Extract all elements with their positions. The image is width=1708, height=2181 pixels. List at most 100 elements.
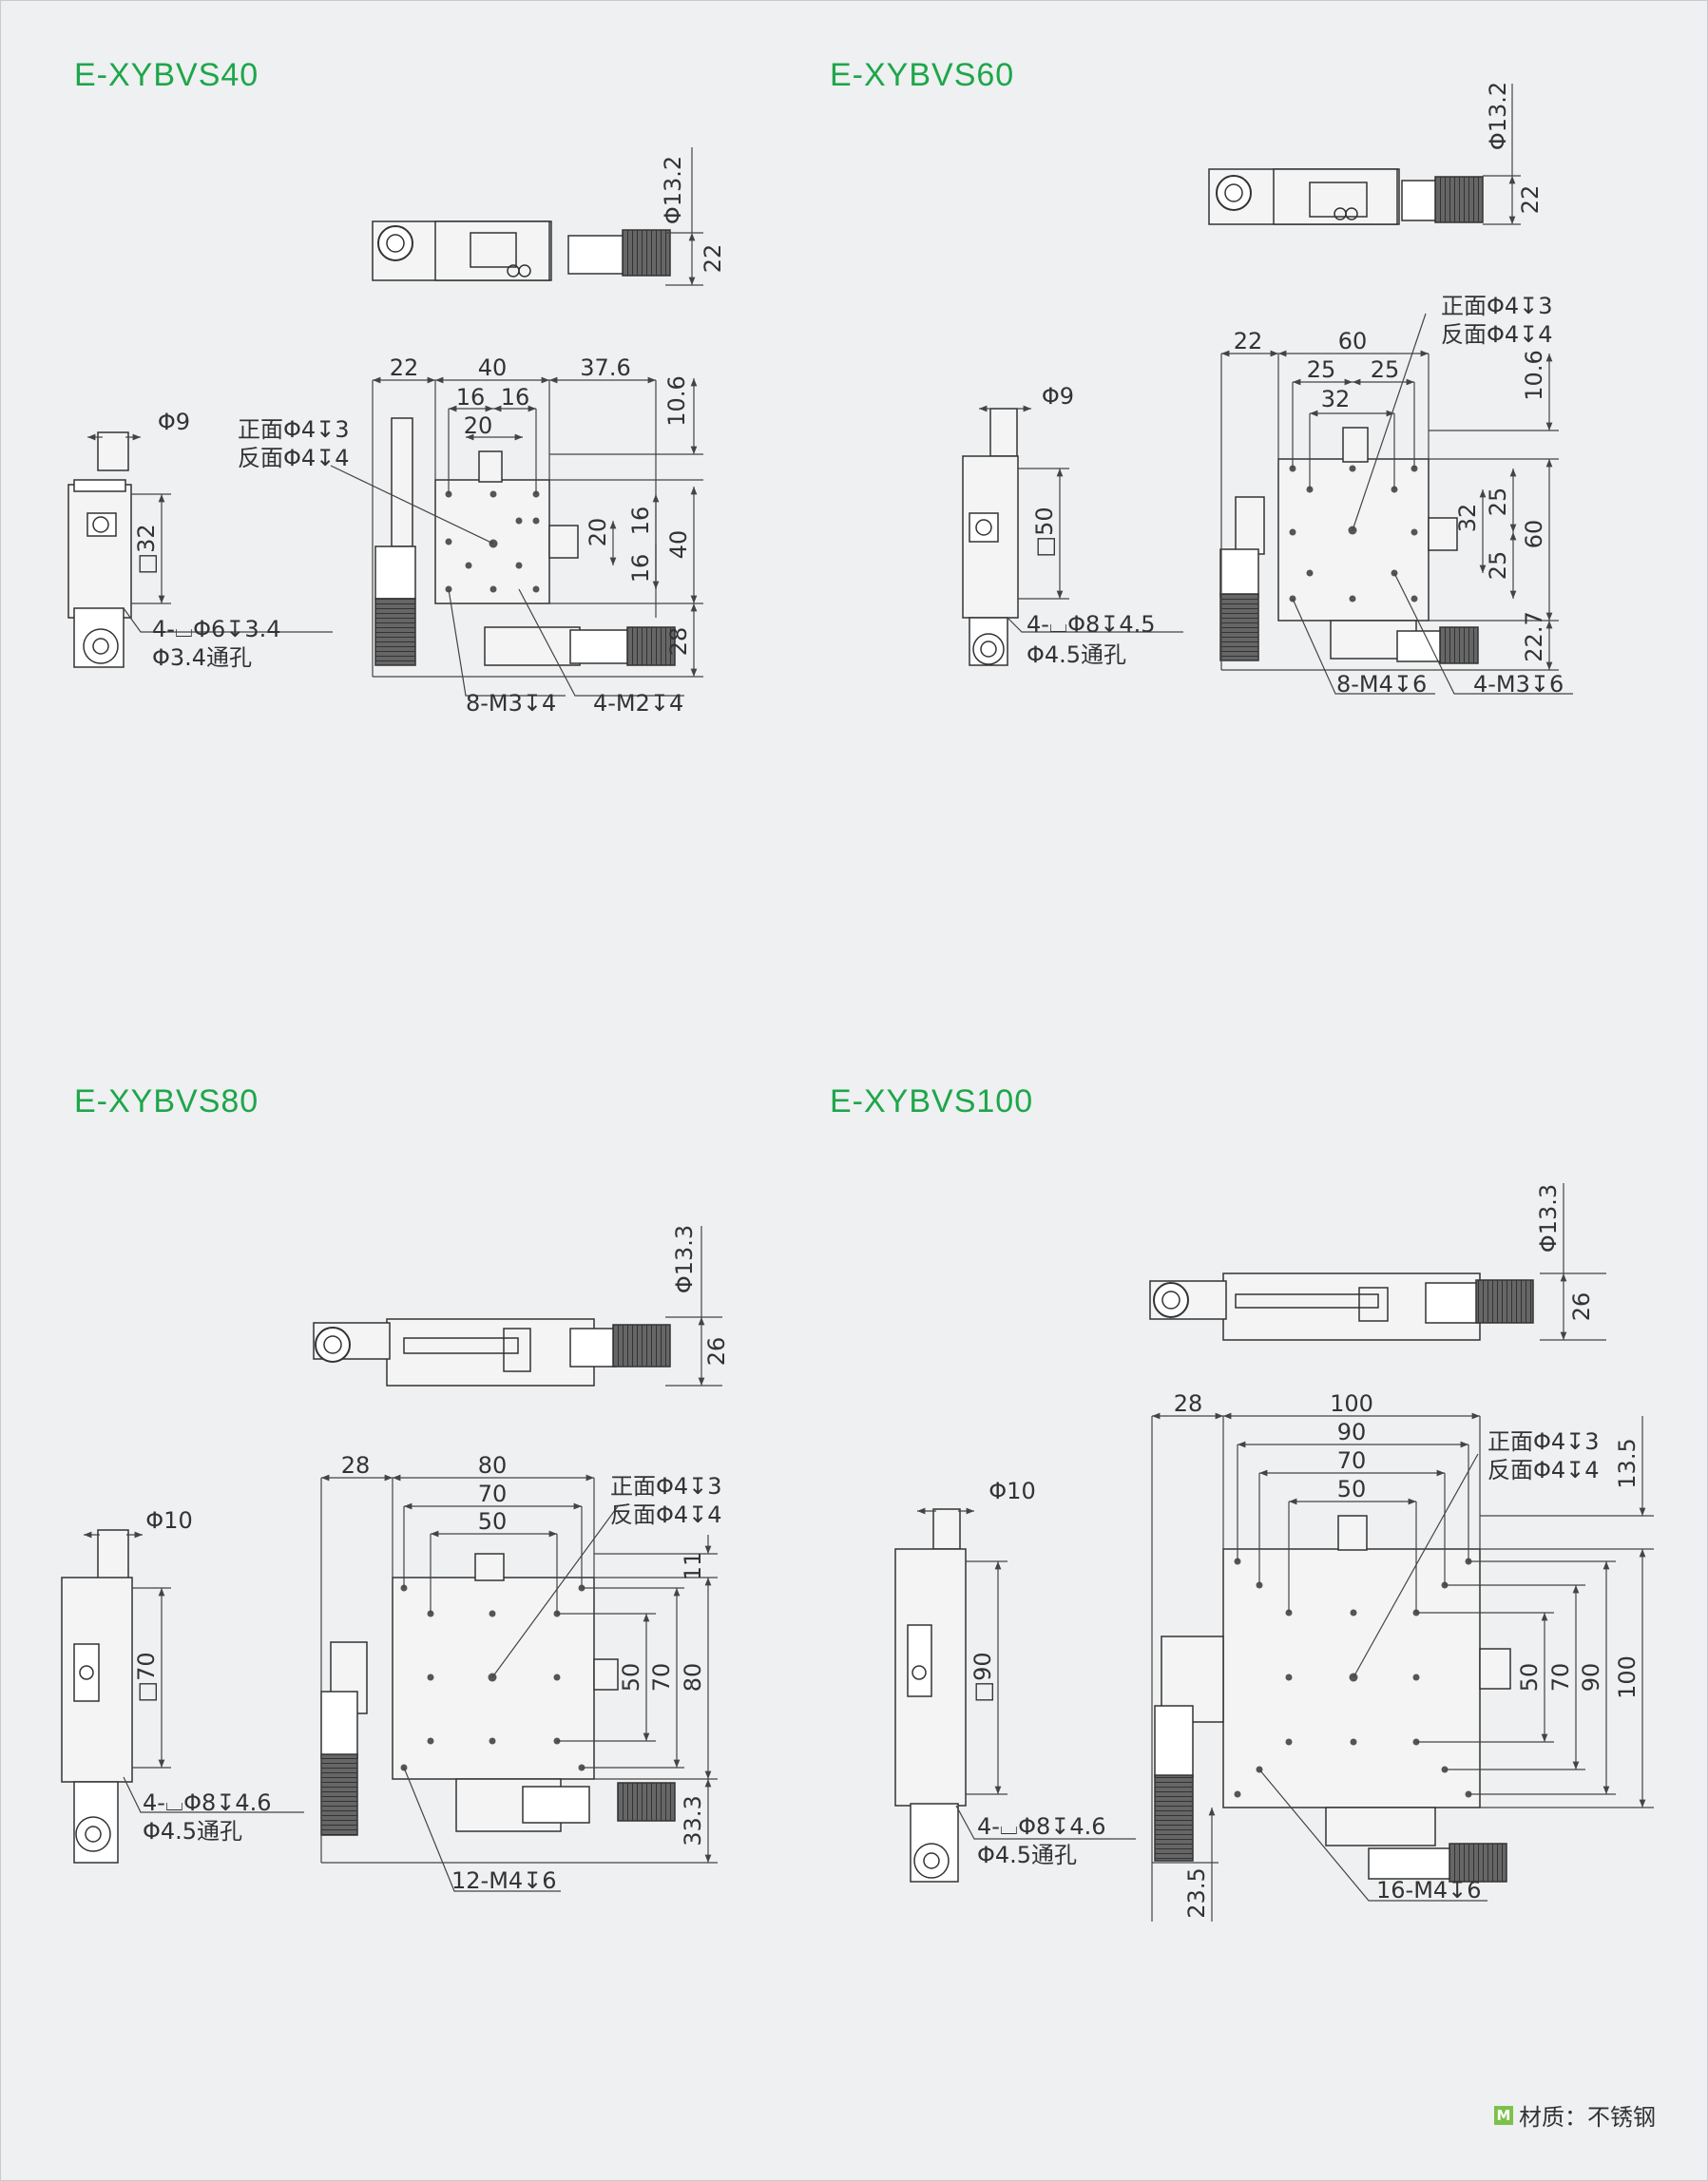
svg-text:25: 25 xyxy=(1485,551,1511,581)
svg-text:Φ13.2: Φ13.2 xyxy=(1485,82,1511,150)
svg-text:□70: □70 xyxy=(133,1652,160,1702)
svg-text:20: 20 xyxy=(585,518,611,547)
plan-view-40 xyxy=(374,417,676,666)
note-back-60: 反面Φ4↧4 xyxy=(1441,321,1553,348)
dims-100 xyxy=(917,1183,1654,1922)
svg-text:□90: □90 xyxy=(969,1652,996,1702)
note-front-60: 正面Φ4↧3 xyxy=(1441,293,1553,319)
svg-text:100: 100 xyxy=(1330,1390,1373,1417)
note-tap1-60: 8-M4↧6 xyxy=(1336,671,1427,698)
note-hole2-80: Φ4.5通孔 xyxy=(143,1818,242,1845)
svg-text:60: 60 xyxy=(1338,328,1368,354)
svg-text:16: 16 xyxy=(627,507,654,536)
note-hole1-100: 4-⌴Φ8↧4.6 xyxy=(977,1813,1106,1840)
plan-view-60 xyxy=(1219,427,1479,664)
svg-text:40: 40 xyxy=(665,530,692,560)
svg-text:32: 32 xyxy=(1454,504,1481,533)
material-note: M 材质：不锈钢 xyxy=(1494,2098,1656,2132)
svg-text:80: 80 xyxy=(478,1452,508,1479)
note-tap1-80: 12-M4↧6 xyxy=(451,1867,557,1894)
svg-text:70: 70 xyxy=(1547,1663,1574,1693)
svg-text:90: 90 xyxy=(1337,1419,1367,1445)
note-hole2-100: Φ4.5通孔 xyxy=(977,1842,1077,1868)
svg-text:22: 22 xyxy=(390,354,419,381)
plan-view-100 xyxy=(1154,1515,1511,1883)
model-title-100: E-XYBVS100 xyxy=(830,1083,1034,1119)
svg-text:28: 28 xyxy=(341,1452,371,1479)
svg-text:22: 22 xyxy=(700,244,726,274)
svg-text:Φ9: Φ9 xyxy=(158,409,190,435)
dim-text-80: Φ13.3 26 28 80 70 50 11 50 70 80 33.3 Φ1… xyxy=(133,1225,730,1846)
top-view-100 xyxy=(1149,1272,1534,1341)
svg-text:10.6: 10.6 xyxy=(1521,350,1547,400)
svg-text:22.7: 22.7 xyxy=(1521,611,1547,661)
svg-text:26: 26 xyxy=(1568,1292,1595,1322)
svg-text:33.3: 33.3 xyxy=(680,1795,706,1846)
svg-text:13.5: 13.5 xyxy=(1614,1438,1641,1488)
svg-text:70: 70 xyxy=(1337,1447,1367,1474)
model-title-80: E-XYBVS80 xyxy=(74,1083,259,1119)
svg-text:50: 50 xyxy=(1337,1476,1367,1502)
note-tap1-100: 16-M4↧6 xyxy=(1376,1877,1482,1904)
svg-text:16: 16 xyxy=(456,384,486,411)
svg-text:28: 28 xyxy=(1174,1390,1203,1417)
drawing-100 xyxy=(894,1272,1534,1883)
svg-text:50: 50 xyxy=(1516,1663,1543,1693)
svg-text:Φ10: Φ10 xyxy=(988,1478,1035,1504)
svg-text:Φ13.3: Φ13.3 xyxy=(671,1225,698,1293)
top-view-80 xyxy=(313,1318,671,1387)
top-view-60 xyxy=(1208,168,1484,225)
svg-text:40: 40 xyxy=(478,354,508,381)
dim-text-60: Φ13.2 22 22 60 25 25 32 10.6 32 25 25 60… xyxy=(1031,82,1547,662)
svg-text:22: 22 xyxy=(1234,328,1263,354)
dim-text-40: Φ13.2 22 22 40 37.6 16 16 20 10.6 20 16 … xyxy=(133,156,726,656)
svg-text:22: 22 xyxy=(1517,185,1544,215)
svg-text:16: 16 xyxy=(501,384,530,411)
svg-text:Φ10: Φ10 xyxy=(145,1507,192,1534)
svg-text:Φ13.3: Φ13.3 xyxy=(1535,1184,1562,1253)
note-hole2-40: Φ3.4通孔 xyxy=(152,644,252,671)
svg-text:Φ9: Φ9 xyxy=(1042,383,1074,410)
note-front-40: 正面Φ4↧3 xyxy=(238,416,350,443)
svg-text:80: 80 xyxy=(680,1663,706,1693)
note-back-40: 反面Φ4↧4 xyxy=(238,445,350,471)
svg-text:50: 50 xyxy=(618,1663,644,1693)
drawing-60 xyxy=(962,168,1484,666)
svg-text:90: 90 xyxy=(1578,1663,1604,1693)
side-view-80 xyxy=(61,1529,133,1864)
model-title-60: E-XYBVS60 xyxy=(830,57,1015,93)
dims-40 xyxy=(87,147,703,697)
svg-text:20: 20 xyxy=(464,412,493,439)
svg-text:25: 25 xyxy=(1485,488,1511,517)
svg-text:32: 32 xyxy=(1321,386,1351,412)
dims-60 xyxy=(979,84,1573,695)
note-tap2-40: 4-M2↧4 xyxy=(593,690,683,717)
svg-text:70: 70 xyxy=(648,1663,675,1693)
svg-text:37.6: 37.6 xyxy=(580,354,630,381)
svg-text:16: 16 xyxy=(627,554,654,584)
drawing-40 xyxy=(67,220,676,668)
note-back-100: 反面Φ4↧4 xyxy=(1487,1457,1600,1483)
side-view-100 xyxy=(894,1508,967,1883)
dim-text-100: Φ13.3 26 28 100 90 70 50 13.5 50 70 90 1… xyxy=(969,1184,1641,1919)
note-tap1-40: 8-M3↧4 xyxy=(466,690,556,717)
svg-text:50: 50 xyxy=(478,1508,508,1535)
plan-view-80 xyxy=(320,1553,676,1836)
svg-text:100: 100 xyxy=(1614,1655,1641,1699)
svg-text:26: 26 xyxy=(703,1337,730,1367)
top-view-40 xyxy=(372,220,671,281)
svg-text:□50: □50 xyxy=(1031,507,1058,557)
note-hole1-60: 4-⌴Φ8↧4.5 xyxy=(1027,611,1156,638)
svg-text:□32: □32 xyxy=(133,524,160,574)
drawing-80 xyxy=(61,1318,676,1864)
material-text: 材质：不锈钢 xyxy=(1519,2104,1656,2131)
note-hole1-40: 4-⌴Φ6↧3.4 xyxy=(152,616,281,642)
svg-text:Φ13.2: Φ13.2 xyxy=(660,156,686,224)
svg-text:25: 25 xyxy=(1307,356,1336,383)
svg-text:25: 25 xyxy=(1371,356,1400,383)
svg-text:10.6: 10.6 xyxy=(663,375,690,426)
note-back-80: 反面Φ4↧4 xyxy=(610,1502,722,1528)
note-tap2-60: 4-M3↧6 xyxy=(1473,671,1564,698)
note-front-100: 正面Φ4↧3 xyxy=(1487,1428,1600,1455)
